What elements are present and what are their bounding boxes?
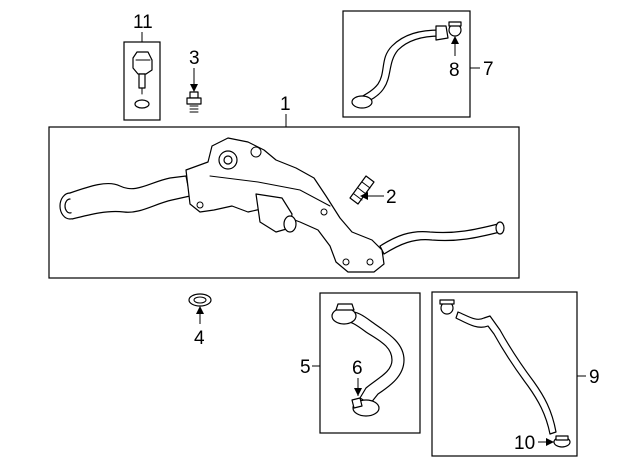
box-part-7 (342, 10, 471, 118)
callout-3: 3 (189, 48, 200, 69)
callout-10: 10 (514, 433, 535, 454)
callout-4: 4 (194, 328, 205, 349)
callout-9: 9 (589, 367, 600, 388)
part-7-hose (351, 25, 449, 109)
part-9-hose (439, 299, 557, 435)
callout-2: 2 (386, 187, 397, 208)
box-part-1 (48, 126, 520, 279)
part-1-water-pipe-assembly (59, 137, 505, 273)
part-3-bolt (186, 68, 202, 113)
box-part-9 (431, 291, 578, 457)
callout-8: 8 (449, 60, 460, 81)
part-2-hose (349, 175, 384, 205)
part-4-o-ring (188, 293, 212, 324)
callout-6: 6 (352, 358, 363, 379)
callout-5: 5 (300, 357, 311, 378)
callout-11: 11 (133, 12, 153, 33)
part-11-sensor (132, 51, 153, 109)
callout-1: 1 (280, 94, 291, 115)
part-10-clamp (538, 435, 571, 448)
callout-7: 7 (483, 59, 494, 80)
part-6-clamp (351, 378, 380, 417)
box-part-5 (319, 292, 421, 434)
part-8-clamp (448, 21, 462, 56)
part-5-hose (331, 303, 405, 405)
